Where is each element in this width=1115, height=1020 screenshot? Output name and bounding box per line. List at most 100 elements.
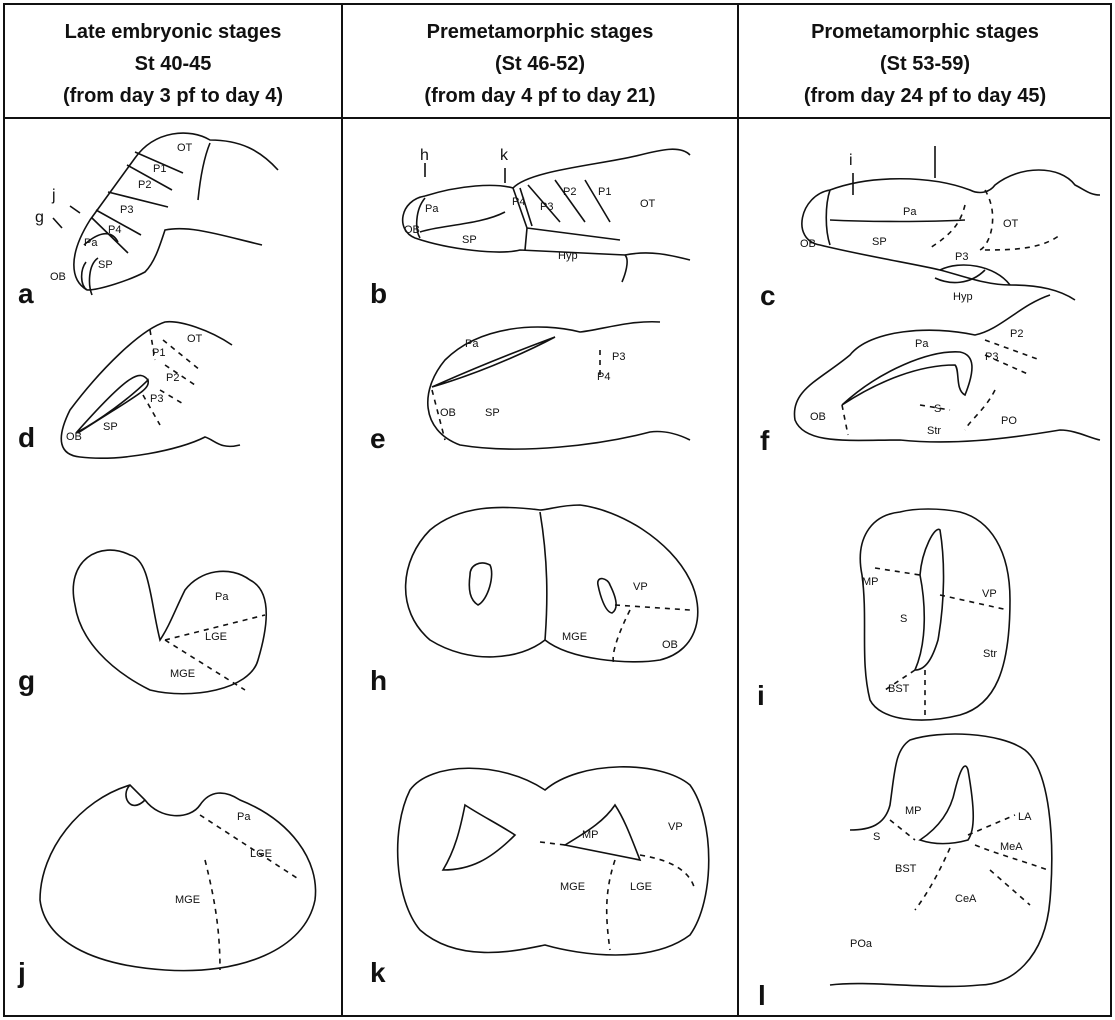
section-marker: j	[51, 187, 56, 204]
region-label: S	[934, 403, 941, 415]
region-label: LGE	[630, 881, 652, 893]
panel-b: h k Pa OB P4 P3 P2 P1 OT SP Hyp b	[370, 147, 691, 309]
header-title: Late embryonic stages	[65, 21, 282, 43]
panel-l: MP LA S MeA BST CeA POa l	[758, 733, 1053, 1011]
region-label: OT	[177, 142, 193, 154]
region-label: P4	[597, 371, 610, 383]
panel-e: Pa P3 P4 OB SP e	[370, 320, 691, 454]
region-label: P4	[512, 196, 525, 208]
region-label: MGE	[562, 631, 587, 643]
region-label: Hyp	[558, 250, 578, 262]
region-label: LGE	[250, 848, 272, 860]
header-stages: (St 46-52)	[495, 53, 585, 75]
region-label: MGE	[560, 881, 585, 893]
region-label: SP	[872, 236, 887, 248]
panel-d: OT P1 P2 P3 SP OB d	[18, 320, 241, 459]
region-label: Pa	[915, 338, 929, 350]
region-label: P2	[138, 179, 151, 191]
region-label: P1	[152, 347, 165, 359]
panel-c: i OB Pa OT SP P3 Hyp c	[760, 146, 1101, 311]
panel-letter: d	[18, 422, 35, 453]
region-label: SP	[98, 259, 113, 271]
header-days: (from day 3 pf to day 4)	[63, 85, 283, 107]
section-marker: k	[500, 147, 509, 164]
panel-letter: b	[370, 278, 387, 309]
region-label: P3	[612, 351, 625, 363]
region-label: P3	[150, 393, 163, 405]
region-label: VP	[668, 821, 683, 833]
region-label: OB	[50, 271, 66, 283]
header-days: (from day 24 pf to day 45)	[804, 85, 1046, 107]
region-label: LGE	[205, 631, 227, 643]
header-days: (from day 4 pf to day 21)	[424, 85, 655, 107]
header-title: Premetamorphic stages	[427, 21, 654, 43]
region-label: P4	[108, 224, 121, 236]
header-late-embryonic: Late embryonic stages St 40-45 (from day…	[63, 21, 283, 107]
region-label: SP	[485, 407, 500, 419]
region-label: BST	[888, 683, 910, 695]
panel-j: Pa LGE MGE j	[17, 784, 317, 988]
region-label: CeA	[955, 893, 977, 905]
panel-letter: f	[760, 425, 770, 456]
region-label: Hyp	[953, 291, 973, 303]
region-label: P3	[955, 251, 968, 263]
region-label: Pa	[903, 206, 917, 218]
region-label: Pa	[84, 237, 98, 249]
panel-a: OT P1 P2 P3 P4 Pa SP OB j g a	[18, 132, 279, 309]
region-label: VP	[982, 588, 997, 600]
region-label: BST	[895, 863, 917, 875]
header-prometamorphic: Prometamorphic stages (St 53-59) (from d…	[804, 21, 1046, 107]
header-stages: St 40-45	[135, 53, 212, 75]
region-label: P1	[598, 186, 611, 198]
region-label: Pa	[425, 203, 439, 215]
region-label: P3	[540, 201, 553, 213]
panel-f: Pa P2 P3 S OB Str PO f	[760, 294, 1101, 456]
panel-letter: k	[370, 957, 386, 988]
panel-letter: h	[370, 665, 387, 696]
region-label: P3	[120, 204, 133, 216]
region-label: OB	[66, 431, 82, 443]
panel-i: MP VP S Str BST i	[757, 508, 1011, 721]
figure-border	[3, 3, 1112, 1017]
panel-letter: e	[370, 423, 386, 454]
region-label: P2	[1010, 328, 1023, 340]
region-label: OB	[810, 411, 826, 423]
region-label: MP	[862, 576, 879, 588]
region-label: OT	[187, 333, 203, 345]
region-label: Str	[927, 425, 941, 437]
region-label: S	[873, 831, 880, 843]
region-label: MP	[905, 805, 922, 817]
region-label: OT	[1003, 218, 1019, 230]
region-label: OB	[440, 407, 456, 419]
panel-letter: i	[757, 680, 765, 711]
region-label: Pa	[465, 338, 479, 350]
region-label: SP	[462, 234, 477, 246]
region-label: POa	[850, 938, 873, 950]
section-marker: h	[420, 147, 429, 164]
panel-letter: c	[760, 280, 776, 311]
panel-letter: j	[17, 957, 26, 988]
region-label: LA	[1018, 811, 1032, 823]
region-label: Str	[983, 648, 997, 660]
header-stages: (St 53-59)	[880, 53, 970, 75]
panel-h: VP MGE OB h	[370, 504, 699, 696]
section-marker: g	[35, 209, 44, 226]
panel-letter: a	[18, 278, 34, 309]
panel-k: MP VP MGE LGE k	[370, 766, 710, 988]
region-label: OB	[800, 238, 816, 250]
region-label: Pa	[237, 811, 251, 823]
panel-letter: g	[18, 665, 35, 696]
panel-letter: l	[758, 980, 766, 1011]
region-label: P2	[166, 372, 179, 384]
region-label: MP	[582, 829, 599, 841]
region-label: MGE	[175, 894, 200, 906]
region-label: VP	[633, 581, 648, 593]
panel-g: Pa LGE MGE g	[18, 549, 267, 696]
region-label: P1	[153, 163, 166, 175]
region-label: P2	[563, 186, 576, 198]
region-label: P3	[985, 351, 998, 363]
header-premetamorphic: Premetamorphic stages (St 46-52) (from d…	[424, 21, 655, 107]
header-title: Prometamorphic stages	[811, 21, 1039, 43]
region-label: MeA	[1000, 841, 1023, 853]
region-label: OT	[640, 198, 656, 210]
